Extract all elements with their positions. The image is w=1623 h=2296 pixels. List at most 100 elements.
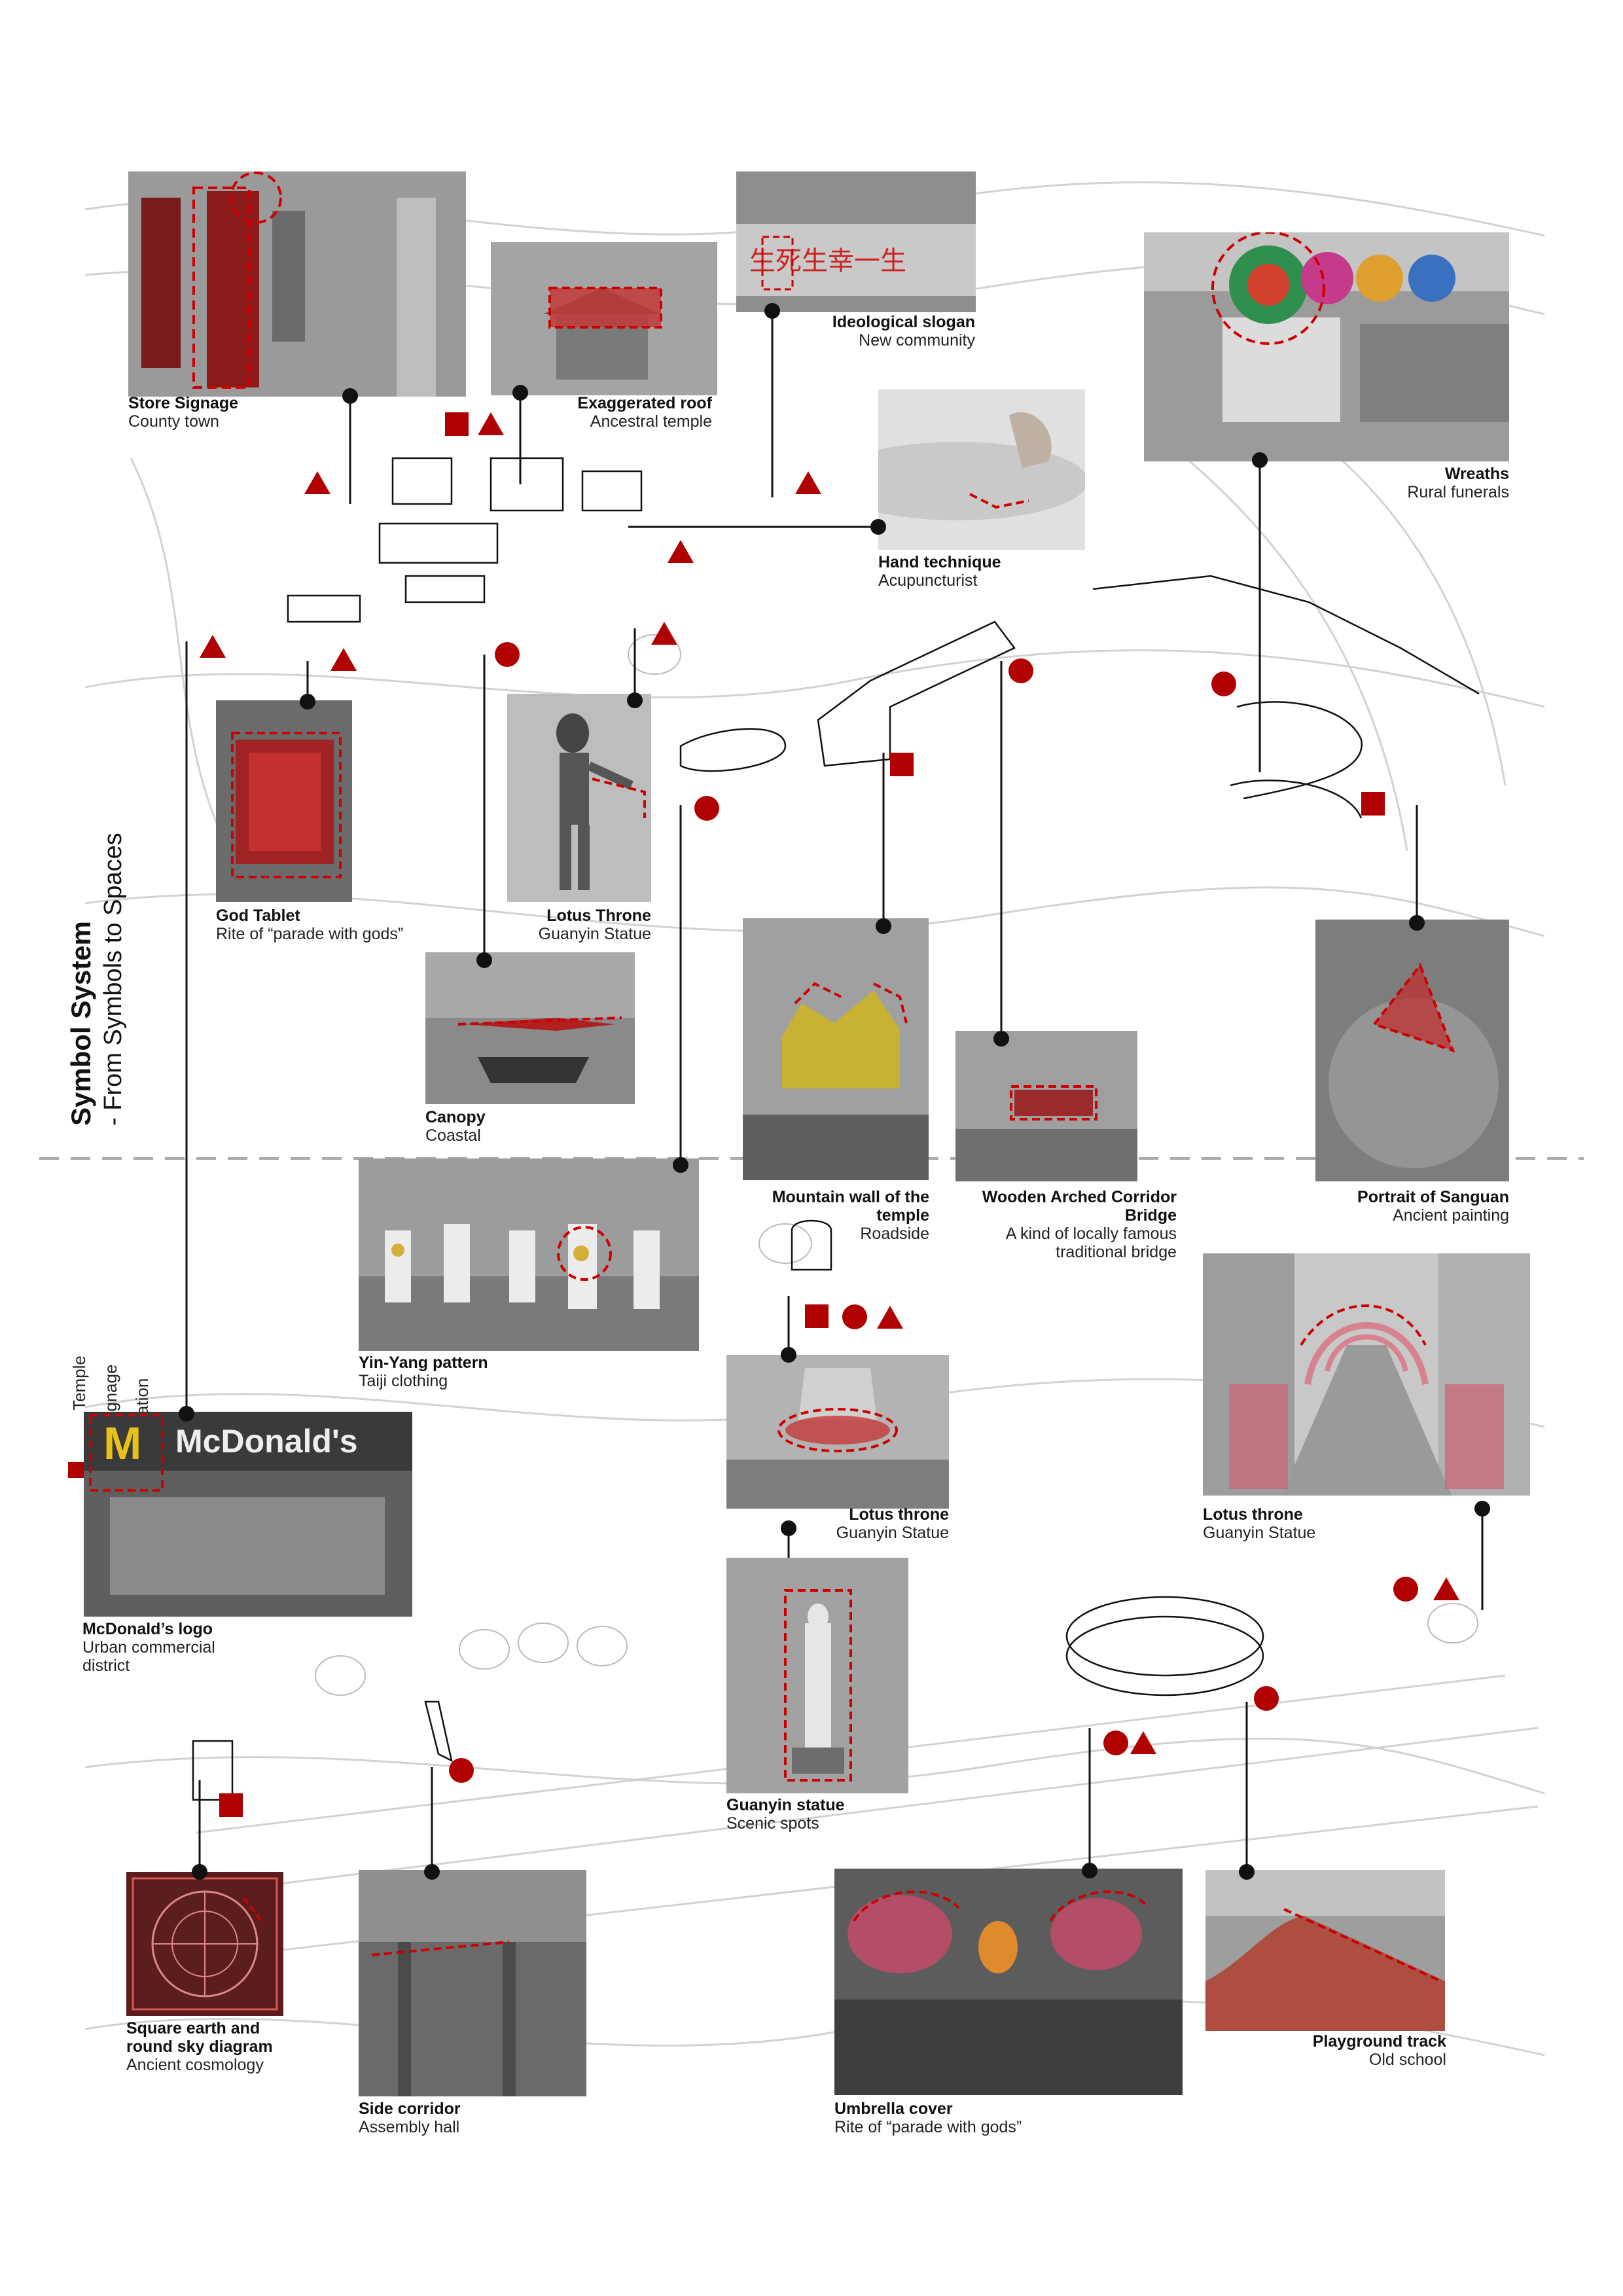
caption-ideological-slogan: Ideological slogan New community <box>687 313 975 350</box>
circle-icon <box>694 796 719 821</box>
photo-lotus-throne-2 <box>726 1355 949 1509</box>
caption-title: Lotus Throne <box>546 906 651 925</box>
triangle-icon <box>795 471 821 494</box>
photo-god-tablet <box>216 700 352 902</box>
photo-hand-technique <box>878 389 1085 550</box>
photo-store-signage <box>128 171 466 397</box>
triangle-icon <box>200 635 226 658</box>
square-icon <box>1361 792 1385 816</box>
triangle-icon <box>651 622 677 645</box>
caption-subtitle: County town <box>128 412 219 431</box>
photo-exaggerated-roof <box>491 242 717 395</box>
caption-title: Store Signage <box>128 394 239 412</box>
caption-subtitle: A kind of locally famous traditional bri… <box>1005 1225 1177 1261</box>
photo-square-earth <box>126 1872 283 2016</box>
caption-side-corridor: Side corridor Assembly hall <box>359 2100 647 2136</box>
caption-title: Wooden Arched Corridor Bridge <box>982 1188 1177 1225</box>
caption-title: Hand technique <box>878 553 1001 571</box>
circle-icon <box>1211 672 1236 696</box>
triangle-icon <box>877 1306 903 1329</box>
connector-dot <box>1082 1863 1097 1878</box>
caption-subtitle: Coastal <box>425 1126 481 1145</box>
caption-title: Canopy <box>425 1108 486 1126</box>
triangle-icon <box>304 471 330 494</box>
caption-subtitle: Rural funerals <box>1407 483 1509 501</box>
caption-subtitle: Guanyin Statue <box>1203 1524 1316 1542</box>
circle-icon <box>1254 1686 1279 1711</box>
caption-title: Umbrella cover <box>834 2100 953 2118</box>
caption-title: Portrait of Sanguan <box>1357 1188 1509 1206</box>
circle-icon <box>1393 1577 1418 1602</box>
connector-dot <box>781 1520 796 1536</box>
caption-title: Mountain wall of the temple <box>772 1188 929 1225</box>
connector-dot <box>764 303 780 319</box>
caption-subtitle: Taiji clothing <box>359 1372 448 1390</box>
caption-wooden-bridge: Wooden Arched Corridor Bridge A kind of … <box>961 1188 1177 1261</box>
square-icon <box>805 1304 829 1328</box>
photo-canopy <box>425 952 635 1104</box>
photo-sanguan <box>1315 920 1509 1181</box>
connector-dot <box>179 1406 194 1422</box>
triangle-icon <box>668 540 694 563</box>
caption-mountain-wall: Mountain wall of the temple Roadside <box>749 1188 929 1243</box>
caption-title: Yin-Yang pattern <box>359 1354 488 1372</box>
caption-title: Playground track <box>1312 2032 1446 2051</box>
legend-square-icon <box>68 1462 84 1478</box>
photo-wooden-bridge <box>955 1031 1137 1181</box>
connector-dot <box>781 1347 796 1363</box>
caption-canopy: Canopy Coastal <box>425 1108 713 1145</box>
photo-guanyin-statue <box>726 1558 908 1793</box>
caption-wreaths: Wreaths Rural funerals <box>1221 465 1509 501</box>
caption-subtitle: Assembly hall <box>359 2118 460 2136</box>
caption-subtitle: Rite of “parade with gods” <box>834 2118 1022 2136</box>
caption-hand-technique: Hand technique Acupuncturist <box>878 553 1166 590</box>
caption-title: Lotus throne <box>849 1505 949 1524</box>
connector-dot <box>424 1864 440 1880</box>
square-icon <box>445 412 469 436</box>
caption-title: Wreaths <box>1444 465 1509 483</box>
caption-subtitle: Ancient cosmology <box>126 2056 264 2074</box>
circle-icon <box>1008 658 1033 683</box>
caption-playground-track: Playground track Old school <box>1158 2032 1446 2069</box>
slogan-text: 生死生幸一生 <box>749 246 906 276</box>
photo-lotus-throne-3 <box>1203 1253 1530 1496</box>
photo-mcdonalds: McDonald's M <box>84 1412 412 1617</box>
caption-guanyin-statue: Guanyin statue Scenic spots <box>726 1796 1014 1833</box>
photo-ideological-slogan: 生死生幸一生 <box>736 171 976 312</box>
caption-subtitle: Ancient painting <box>1393 1206 1509 1225</box>
connector-dot <box>192 1864 207 1880</box>
caption-store-signage: Store Signage County town <box>128 394 416 431</box>
caption-title: Guanyin statue <box>726 1796 845 1814</box>
connector-dot <box>1409 915 1425 931</box>
connector-dot <box>1252 452 1268 468</box>
photo-playground-track <box>1205 1870 1445 2031</box>
connector-dot <box>512 385 528 401</box>
circle-icon <box>1103 1731 1128 1755</box>
caption-subtitle: Acupuncturist <box>878 571 978 590</box>
caption-title: Ideological slogan <box>832 313 975 331</box>
circle-icon <box>842 1304 867 1329</box>
photo-wreaths <box>1144 232 1509 461</box>
caption-subtitle: Urban commercial district <box>82 1638 215 1675</box>
photo-side-corridor <box>359 1870 586 2096</box>
caption-lotus-throne-1: Lotus Throne Guanyin Statue <box>363 906 651 943</box>
caption-subtitle: Guanyin Statue <box>538 925 651 943</box>
caption-title: Exaggerated roof <box>577 394 712 412</box>
caption-god-tablet: God Tablet Rite of “parade with gods” <box>216 906 504 943</box>
caption-subtitle: Rite of “parade with gods” <box>216 925 404 943</box>
caption-exaggerated-roof: Exaggerated roof Ancestral temple <box>424 394 712 431</box>
caption-umbrella-cover: Umbrella cover Rite of “parade with gods… <box>834 2100 1122 2136</box>
connector-dot <box>673 1157 688 1173</box>
caption-lotus-throne-3: Lotus throne Guanyin Statue <box>1203 1505 1491 1542</box>
svg-text:M: M <box>103 1418 141 1469</box>
connector-dot <box>876 918 891 934</box>
connector-dot <box>342 388 358 404</box>
triangle-icon <box>1130 1731 1156 1754</box>
caption-title: Side corridor <box>359 2100 461 2118</box>
connector-dot <box>1474 1501 1490 1516</box>
connector-dot <box>627 692 643 708</box>
caption-subtitle: Guanyin Statue <box>836 1524 949 1542</box>
photo-yin-yang <box>359 1158 699 1351</box>
connector-dot <box>993 1031 1009 1047</box>
